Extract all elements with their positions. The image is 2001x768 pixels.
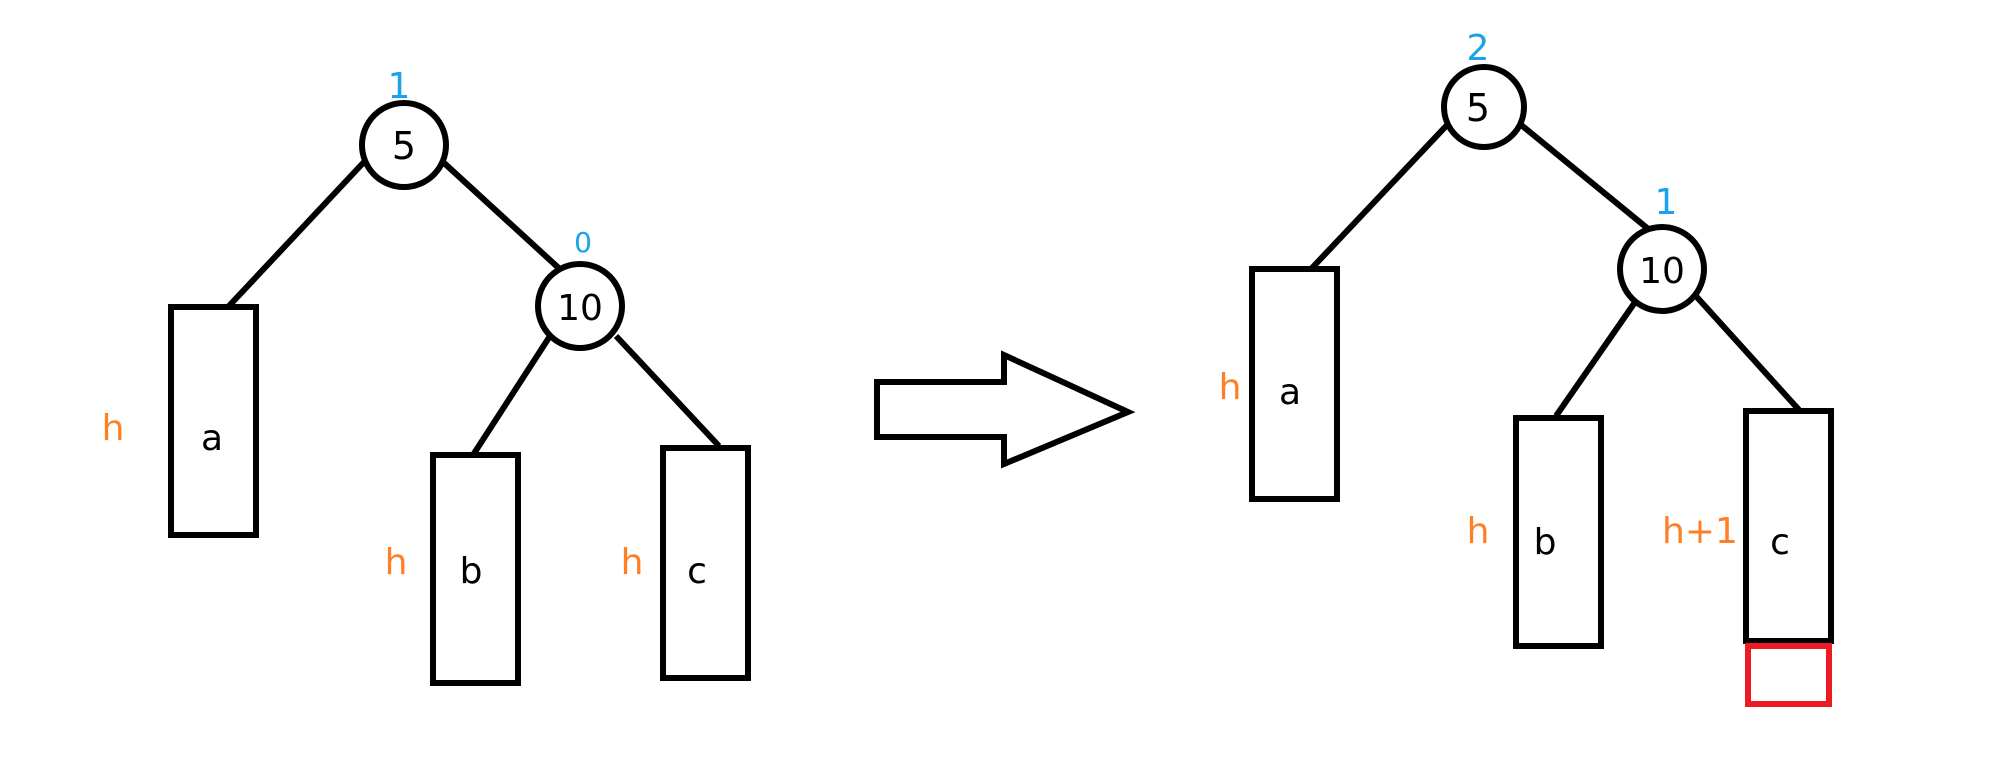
- node-10-key: 10: [557, 288, 603, 329]
- subtree-c-height: h: [621, 542, 644, 583]
- edge-5-to-10: [1518, 121, 1654, 235]
- subtree-a-label: a: [1279, 372, 1301, 413]
- subtree-c-label: c: [1770, 522, 1790, 563]
- subtree-b-height: h: [1467, 511, 1490, 552]
- edge-10-to-b: [470, 334, 553, 457]
- edge-5-to-a: [225, 159, 367, 310]
- node-5-key: 5: [392, 124, 416, 168]
- edge-10-to-c: [613, 333, 722, 449]
- edge-5-to-a: [1309, 121, 1451, 271]
- edge-5-to-10: [440, 159, 566, 275]
- subtree-c: [1743, 408, 1834, 644]
- edge-10-to-c: [1692, 292, 1803, 414]
- node-10-balance: 1: [1655, 182, 1678, 223]
- node-5-balance: 2: [1467, 28, 1490, 69]
- edge-10-to-b: [1553, 293, 1643, 418]
- node-10-balance: 0: [574, 226, 592, 259]
- subtree-b-height: h: [385, 542, 408, 583]
- node-5-balance: 1: [388, 66, 411, 107]
- subtree-a-label: a: [201, 418, 223, 459]
- subtree-c-height: h+1: [1662, 511, 1738, 552]
- subtree-a: [168, 304, 259, 538]
- node-5-key: 5: [1466, 86, 1490, 130]
- tree-after: 5 2 10 1 a h b h c h+1: [1219, 28, 1834, 707]
- subtree-a-height: h: [102, 408, 125, 449]
- tree-before: 5 1 10 0 a h b h c h: [102, 66, 751, 686]
- node-10: [1617, 224, 1707, 314]
- subtree-a-height: h: [1219, 367, 1242, 408]
- subtree-c: [660, 445, 751, 681]
- subtree-b-label: b: [1534, 522, 1557, 563]
- node-5: [1441, 64, 1527, 150]
- node-10: [535, 261, 625, 351]
- inserted-node-marker: [1745, 643, 1832, 707]
- subtree-c-label: c: [687, 551, 707, 592]
- subtree-a: [1249, 266, 1340, 502]
- node-5: [359, 100, 449, 190]
- subtree-b: [1513, 415, 1604, 649]
- subtree-b: [430, 452, 521, 686]
- transition-arrow: [874, 350, 1136, 469]
- subtree-b-label: b: [460, 551, 483, 592]
- node-10-key: 10: [1639, 251, 1685, 292]
